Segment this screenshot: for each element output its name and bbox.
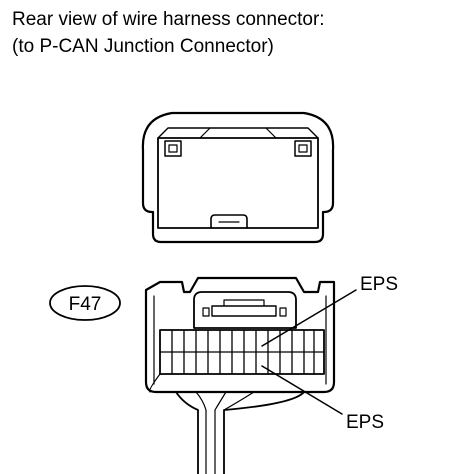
- title-line-1: Rear view of wire harness connector:: [12, 9, 325, 30]
- wire-bundle: [149, 373, 305, 474]
- top-connector-left-lock: [164, 140, 182, 157]
- terminal-grid: [159, 329, 325, 375]
- leader-line-lower: [261, 365, 343, 415]
- top-connector-body: [141, 111, 335, 244]
- top-connector-right-lock: [294, 140, 312, 157]
- connector-id-label: F47: [69, 294, 102, 315]
- title-line-2: (to P-CAN Junction Connector): [12, 36, 274, 57]
- leader-lines: [261, 289, 357, 415]
- callout-eps-lower: EPS: [346, 412, 384, 433]
- callout-eps-upper: EPS: [360, 274, 398, 295]
- diagram-title: Rear view of wire harness connector: (to…: [12, 6, 325, 60]
- leader-line-upper: [261, 289, 357, 347]
- connector-id-badge: F47: [49, 285, 121, 321]
